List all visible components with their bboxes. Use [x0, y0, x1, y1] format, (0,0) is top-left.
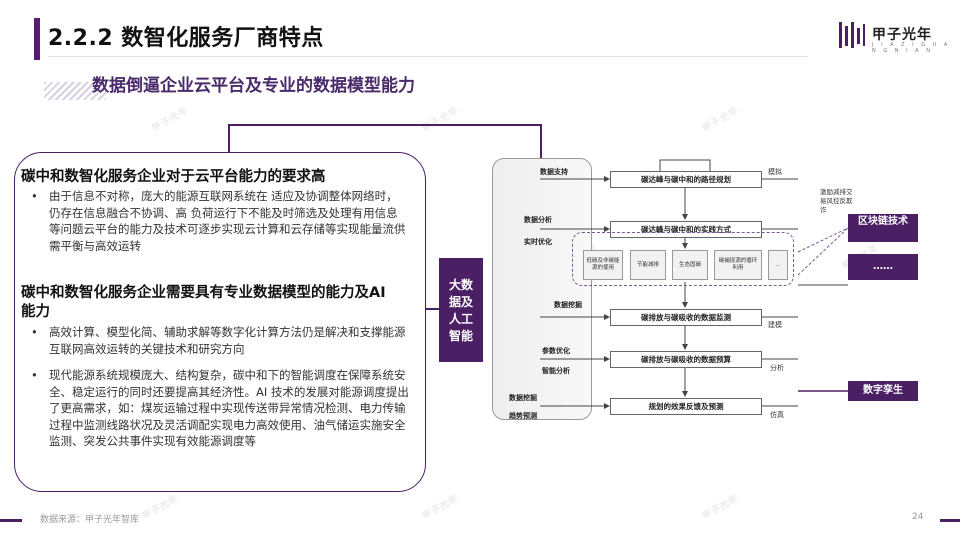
label-param-optimize: 参数优化	[542, 347, 570, 355]
bullet-list: 由于信息不对称，庞大的能源互联网系统在 适应及协调整体网络时，仍存在信息融合不协…	[31, 188, 409, 254]
page-number: 24	[912, 512, 924, 522]
label-realtime-optimize: 实时优化	[524, 238, 552, 246]
blockchain-note: 激励减排交易风控反欺诈	[820, 188, 853, 214]
label-analysis: 分析	[770, 364, 784, 372]
data-process-column	[492, 158, 592, 420]
label-data-mining: 数据挖掘	[554, 301, 582, 309]
list-item: 由于信息不对称，庞大的能源互联网系统在 适应及协调整体网络时，仍存在信息融合不协…	[31, 188, 409, 254]
blockchain-box: 区块链技术	[848, 214, 918, 242]
label-modeling: 建模	[768, 321, 782, 329]
tag-eco-carbon-sink: 生态固碳	[672, 250, 708, 280]
list-item: 现代能源系统规模庞大、结构复杂，碳中和下的智能调度在保障系统安全、稳定运行的同时…	[31, 367, 409, 450]
connector-line	[540, 124, 542, 158]
flow-box-path-planning: 碳达峰与碳中和的路径规划	[610, 171, 762, 188]
subtitle-decoration	[44, 82, 106, 100]
tag-low-carbon-energy: 低碳及非碳能源的使用	[583, 250, 623, 280]
title-divider	[48, 56, 808, 57]
label-data-analysis: 数据分析	[524, 216, 552, 224]
footer-source: 数据来源：甲子光年智库	[40, 515, 140, 525]
page-title: 2.2.2 数智化服务厂商特点	[48, 26, 324, 51]
flow-box-budget: 碳排放与碳吸收的数据预算	[610, 351, 762, 368]
label-emulation: 仿真	[770, 411, 784, 419]
bigdata-label: 大数据及人工智能	[448, 278, 473, 343]
section-heading: 碳中和数智化服务企业对于云平台能力的要求高	[21, 169, 326, 185]
bullet-list: 高效计算、模型化简、辅助求解等数字化计算方法仍是解决和支撑能源互联网高效运转的关…	[31, 324, 409, 450]
list-item: 高效计算、模型化简、辅助求解等数字化计算方法仍是解决和支撑能源互联网高效运转的关…	[31, 324, 409, 357]
label-smart-analysis: 智能分析	[542, 367, 570, 375]
tag-carbon-capture: 碳捕捉源的循环利用	[714, 250, 762, 280]
logo-subtext: J I A Z I G U A N G N I A N	[872, 42, 951, 54]
flow-box-practice: 碳达峰与碳中和的实践方式	[610, 221, 762, 238]
footer-accent-left	[0, 519, 22, 522]
connector-line	[228, 124, 542, 126]
requirements-panel: 碳中和数智化服务企业对于云平台能力的要求高 由于信息不对称，庞大的能源互联网系统…	[14, 152, 426, 492]
label-data-support: 数据支持	[540, 168, 568, 176]
connector-line	[228, 124, 230, 152]
label-trend-predict: 趋势预测	[509, 412, 537, 420]
section-heading: 碳中和数智化服务企业需要具有专业数据模型的能力及AI能力	[21, 285, 386, 320]
label-simulate: 模拟	[768, 168, 782, 176]
flow-box-monitoring: 碳排放与碳吸收的数据监测	[610, 309, 762, 326]
logo-text: 甲子光年	[872, 27, 932, 43]
title-accent-bar	[34, 18, 40, 60]
logo-icon	[839, 22, 865, 48]
bigdata-ai-box: 大数据及人工智能	[439, 258, 483, 362]
footer-accent-right	[940, 519, 960, 522]
practice-methods-group	[572, 232, 794, 286]
more-tech-box: ……	[848, 254, 918, 280]
subtitle: 数据倒逼企业云平台及专业的数据模型能力	[92, 76, 415, 96]
connector-line	[426, 308, 439, 310]
flow-box-feedback: 规划的效果反馈及预测	[610, 398, 762, 415]
digital-twin-box: 数字孪生	[848, 381, 918, 401]
label-data-mining-2: 数据挖掘	[509, 394, 537, 402]
tag-energy-saving: 节能减排	[630, 250, 666, 280]
tag-more: ...	[768, 250, 788, 280]
